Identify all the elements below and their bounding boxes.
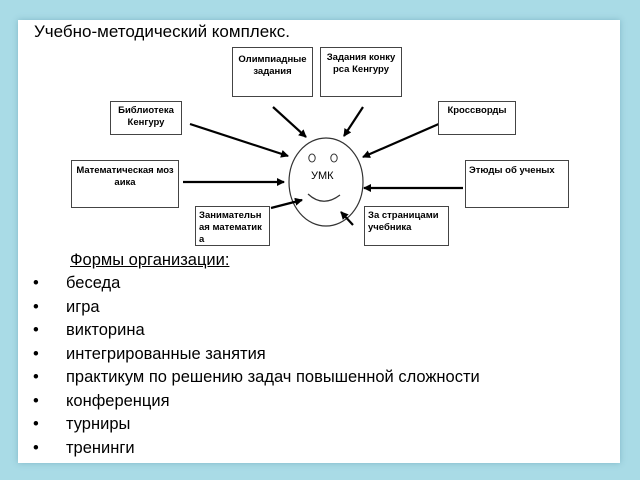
umk-label: УМК: [311, 170, 334, 182]
box-beyond-textbook: За страницами учебника: [364, 206, 449, 246]
list-item-text: интегрированные занятия: [66, 344, 266, 363]
list-item-text: тренинги: [66, 438, 135, 457]
bullet-icon: •: [33, 321, 39, 339]
box-etudes: Этюды об ученых: [465, 160, 569, 208]
list-item-text: беседа: [66, 274, 121, 292]
forms-heading: Формы организации:: [70, 251, 230, 269]
list-item-text: практикум по решению задач повышенной сл…: [66, 368, 480, 386]
list-item: • интегрированные занятия: [18, 343, 480, 367]
umk-face-outline: [288, 137, 364, 227]
list-item: • тренинги: [18, 437, 480, 461]
umk-face-left-eye: [308, 153, 316, 163]
umk-face-smile: [307, 193, 341, 202]
list-item: • игра: [18, 296, 480, 320]
slide: Учебно-методический комплекс. УМК О: [18, 20, 620, 463]
list-item: • практикум по решению задач повышенной с…: [18, 366, 480, 390]
umk-diagram: УМК Олимпиадные задания Задания конкурса…: [18, 20, 620, 260]
list-item: • викторина: [18, 319, 480, 343]
list-item: • конференция: [18, 390, 480, 414]
slide-title: Учебно-методический комплекс.: [34, 22, 290, 41]
box-olympiad: Олимпиадные задания: [232, 47, 313, 97]
box-kangaroo-contest: Задания конкурса Кенгуру: [320, 47, 402, 97]
arrow-kangaroo-contest: [343, 106, 364, 137]
box-crosswords: Кроссворды: [438, 101, 516, 135]
box-mosaic: Математическая мозаика: [71, 160, 179, 208]
bullet-icon: •: [33, 274, 39, 292]
bullet-icon: •: [33, 391, 39, 410]
bullet-icon: •: [33, 297, 39, 316]
box-entertaining: Занимательная математика: [195, 206, 270, 246]
arrow-library: [189, 122, 289, 158]
arrow-crosswords: [362, 121, 442, 159]
list-item-text: турниры: [66, 415, 131, 433]
arrow-olympiad: [272, 106, 307, 138]
bullet-icon: •: [33, 368, 39, 386]
umk-face-right-eye: [330, 153, 338, 163]
bullet-icon: •: [33, 438, 39, 457]
arrow-beyond-textbook: [340, 211, 354, 226]
bullet-icon: •: [33, 344, 39, 363]
forms-list: • беседа • игра • викторина • интегрированны…: [18, 272, 480, 460]
list-item: • турниры: [18, 413, 480, 437]
diagram-lines: [183, 106, 463, 227]
list-item-text: конференция: [66, 391, 170, 410]
list-item: • беседа: [18, 272, 480, 296]
bullet-icon: •: [33, 415, 39, 433]
arrow-entertaining: [270, 197, 303, 210]
box-library: Библиотека Кенгуру: [110, 101, 182, 135]
list-item-text: викторина: [66, 321, 145, 339]
list-item-text: игра: [66, 297, 100, 316]
